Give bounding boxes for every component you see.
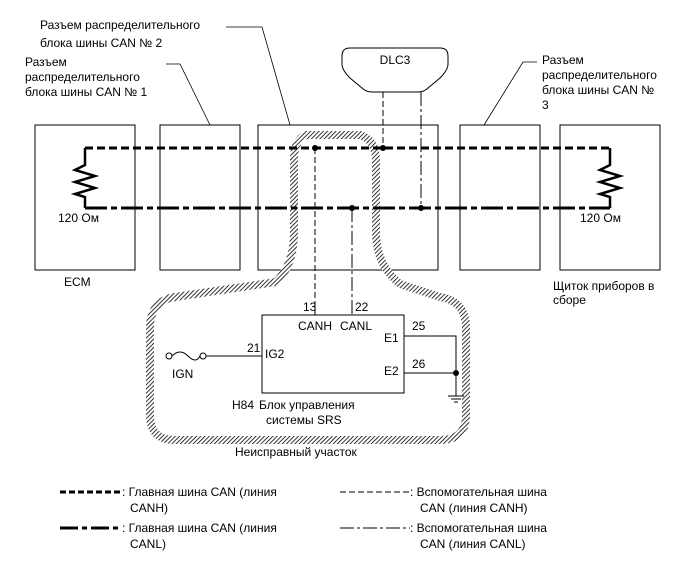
faulty-area-outline	[146, 131, 470, 444]
junction2-box	[257, 124, 439, 271]
pin-canl-number: 22	[355, 300, 369, 314]
junction3-label-line1: Разъем	[542, 53, 584, 67]
e1-terminal: E1	[384, 331, 399, 345]
junction3-leader	[483, 61, 537, 126]
ecm-box	[34, 124, 136, 271]
pin-e2-number: 26	[412, 357, 426, 371]
left-resistor-label: 120 Ом	[58, 211, 99, 225]
pin-ig2-number: 21	[247, 341, 261, 355]
junction-dot	[380, 145, 386, 151]
srs-unit-box	[261, 314, 405, 394]
canl-terminal: CANL	[340, 319, 372, 333]
junction-dot	[349, 205, 355, 211]
junction-dot	[312, 145, 318, 151]
ground-icon	[448, 395, 464, 403]
pin-canh-number: 13	[303, 300, 317, 314]
canh-terminal: CANH	[298, 319, 332, 333]
legend-main-canl-line2: CANL)	[130, 537, 166, 551]
legend-main-canh-line2: CANH)	[130, 501, 168, 515]
junction-dot	[418, 205, 424, 211]
junction2-leader	[226, 26, 291, 126]
srs-name-line1: Блок управления	[259, 398, 355, 412]
e2-terminal: E2	[384, 364, 399, 378]
legend-sub-canh-line2: CAN (линия CANH)	[420, 501, 528, 515]
junction1-label-line3: блока шины CAN № 1	[25, 85, 147, 99]
junction3-label-line3: блока шины CAN №	[542, 83, 654, 97]
fuse-icon	[165, 351, 207, 361]
legend-sub-canl-line2: CAN (линия CANL)	[420, 537, 526, 551]
junction1-box	[159, 124, 241, 271]
legend: : Главная шина CAN (линия CANH) : Главна…	[60, 485, 547, 551]
ecm-label: ECM	[64, 275, 91, 289]
right-resistor	[595, 148, 625, 208]
meter-box	[559, 124, 661, 271]
left-resistor	[70, 148, 100, 208]
junction3-label-line4: 3	[542, 98, 549, 112]
junction3-box	[459, 124, 541, 271]
meter-label-line1: Щиток приборов в	[553, 279, 654, 293]
junction2-label-line2: блока шины CAN № 2	[40, 36, 162, 50]
dlc3-label: DLC3	[380, 53, 411, 67]
junction1-label-line2: распределительного	[25, 70, 140, 84]
right-resistor-label: 120 Ом	[580, 211, 621, 225]
legend-main-canh-line1: : Главная шина CAN (линия	[122, 485, 277, 499]
e1-wire	[404, 335, 457, 373]
srs-name-line2: системы SRS	[266, 413, 342, 427]
pin-e1-number: 25	[412, 319, 426, 333]
faulty-area-label: Неисправный участок	[235, 445, 358, 459]
meter-label-line2: сборе	[553, 293, 586, 307]
junction1-label-line1: Разъем	[25, 55, 67, 69]
srs-code: H84	[232, 398, 254, 412]
junction1-leader	[166, 63, 211, 126]
junction2-label-line1: Разъем распределительного	[40, 18, 200, 32]
ig2-terminal: IG2	[265, 347, 285, 361]
dlc3-connector	[341, 47, 449, 93]
legend-sub-canh-line1: : Вспомогательная шина	[410, 485, 547, 499]
legend-sub-canl-line1: : Вспомогательная шина	[410, 521, 547, 535]
legend-main-canl-line1: : Главная шина CAN (линия	[122, 521, 277, 535]
junction3-label-line2: распределительного	[542, 68, 657, 82]
ign-label: IGN	[172, 367, 193, 381]
